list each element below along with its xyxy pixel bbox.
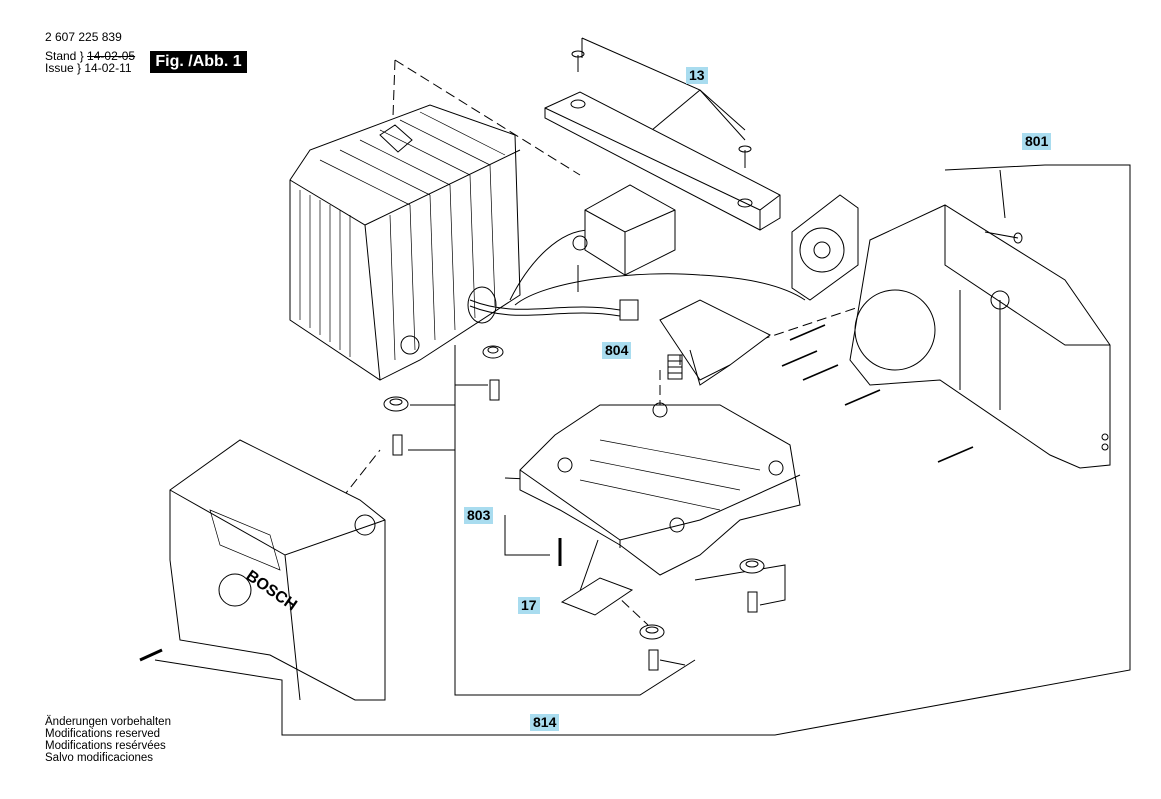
handle (544, 50, 781, 231)
issue-date: 14-02-11 (84, 61, 132, 75)
stand-date: 14-02-05 (87, 49, 136, 63)
modification-notes: Änderungen vorbehalten Modifications res… (45, 716, 171, 764)
callout-814: 814 (530, 714, 560, 731)
power-unit (289, 104, 521, 381)
type-label-plate (560, 577, 634, 616)
note-fr: Modifications resérvées (45, 740, 166, 752)
switch (659, 299, 771, 386)
fan (791, 194, 859, 301)
issue-line: Issue } 14-02-11 (45, 61, 132, 75)
callout-801: 801 (1022, 133, 1052, 150)
front-housing (169, 439, 386, 701)
stand-label: Stand (45, 49, 77, 63)
callout-17: 17 (518, 597, 540, 614)
callout-13: 13 (686, 67, 708, 84)
part-number: 2 607 225 839 (45, 30, 122, 44)
issue-label: Issue (45, 61, 74, 75)
rear-housing (849, 204, 1111, 469)
switch-holder (572, 184, 676, 292)
feet-and-screws (139, 345, 765, 671)
stand-line: Stand } 14-02-05 (45, 49, 136, 63)
pins (781, 324, 974, 463)
note-es: Salvo modificaciones (45, 752, 154, 764)
base-plate (519, 402, 801, 576)
note-de: Änderungen vorbehalten (45, 716, 171, 728)
callout-804: 804 (602, 342, 632, 359)
figure-label: Fig. /Abb. 1 (150, 51, 247, 73)
cable (467, 229, 806, 324)
callout-803: 803 (464, 507, 494, 524)
note-en: Modifications reserved (45, 728, 161, 740)
